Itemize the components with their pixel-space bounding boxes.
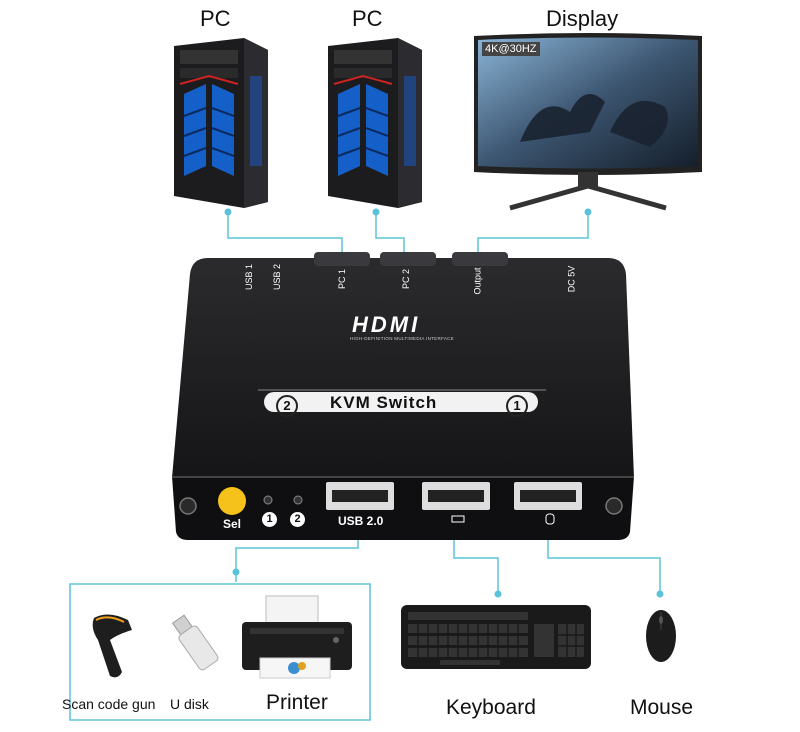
port-label-usb2: USB 2 (272, 263, 283, 291)
port-label-usb1: USB 1 (244, 263, 255, 291)
led-1-label: 1 (262, 512, 277, 527)
usb-label: USB 2.0 (338, 514, 384, 528)
keyboard-icon (401, 605, 591, 669)
led-2-label: 2 (290, 512, 305, 527)
pc2-label: PC (352, 6, 383, 31)
keyboard-label: Keyboard (446, 696, 536, 719)
u-disk-icon (171, 614, 219, 671)
mouse-icon (646, 610, 676, 662)
monitor (474, 33, 702, 211)
kvm-num-1: 1 (506, 395, 528, 417)
sel-button[interactable] (218, 487, 246, 515)
hdmi-logo-sub: HIGH-DEFINITION MULTIMEDIA INTERFACE (350, 336, 454, 341)
resolution-badge: 4K@30HZ (482, 42, 540, 56)
display-label: Display (546, 6, 619, 31)
pc1-label: PC (200, 6, 231, 31)
scan-gun-label: Scan code gun (62, 696, 156, 712)
printer-icon (242, 595, 352, 679)
mouse-label: Mouse (630, 696, 694, 719)
port-label-pc2: PC 2 (401, 268, 412, 290)
port-label-dc5v: DC 5V (566, 265, 577, 293)
kvm-switch-body (172, 252, 634, 540)
port-label-output: Output (472, 267, 483, 295)
port-label-pc1: PC 1 (337, 268, 348, 290)
pc-tower-1 (174, 38, 268, 208)
pc-tower-2 (328, 38, 422, 208)
sel-label: Sel (223, 517, 242, 531)
scan-gun-icon (92, 614, 132, 678)
kvm-num-2: 2 (276, 395, 298, 417)
kvm-title: KVM Switch (330, 393, 438, 412)
u-disk-label: U disk (170, 696, 209, 712)
printer-label: Printer (266, 691, 328, 714)
hdmi-logo: HDMI (352, 312, 421, 337)
